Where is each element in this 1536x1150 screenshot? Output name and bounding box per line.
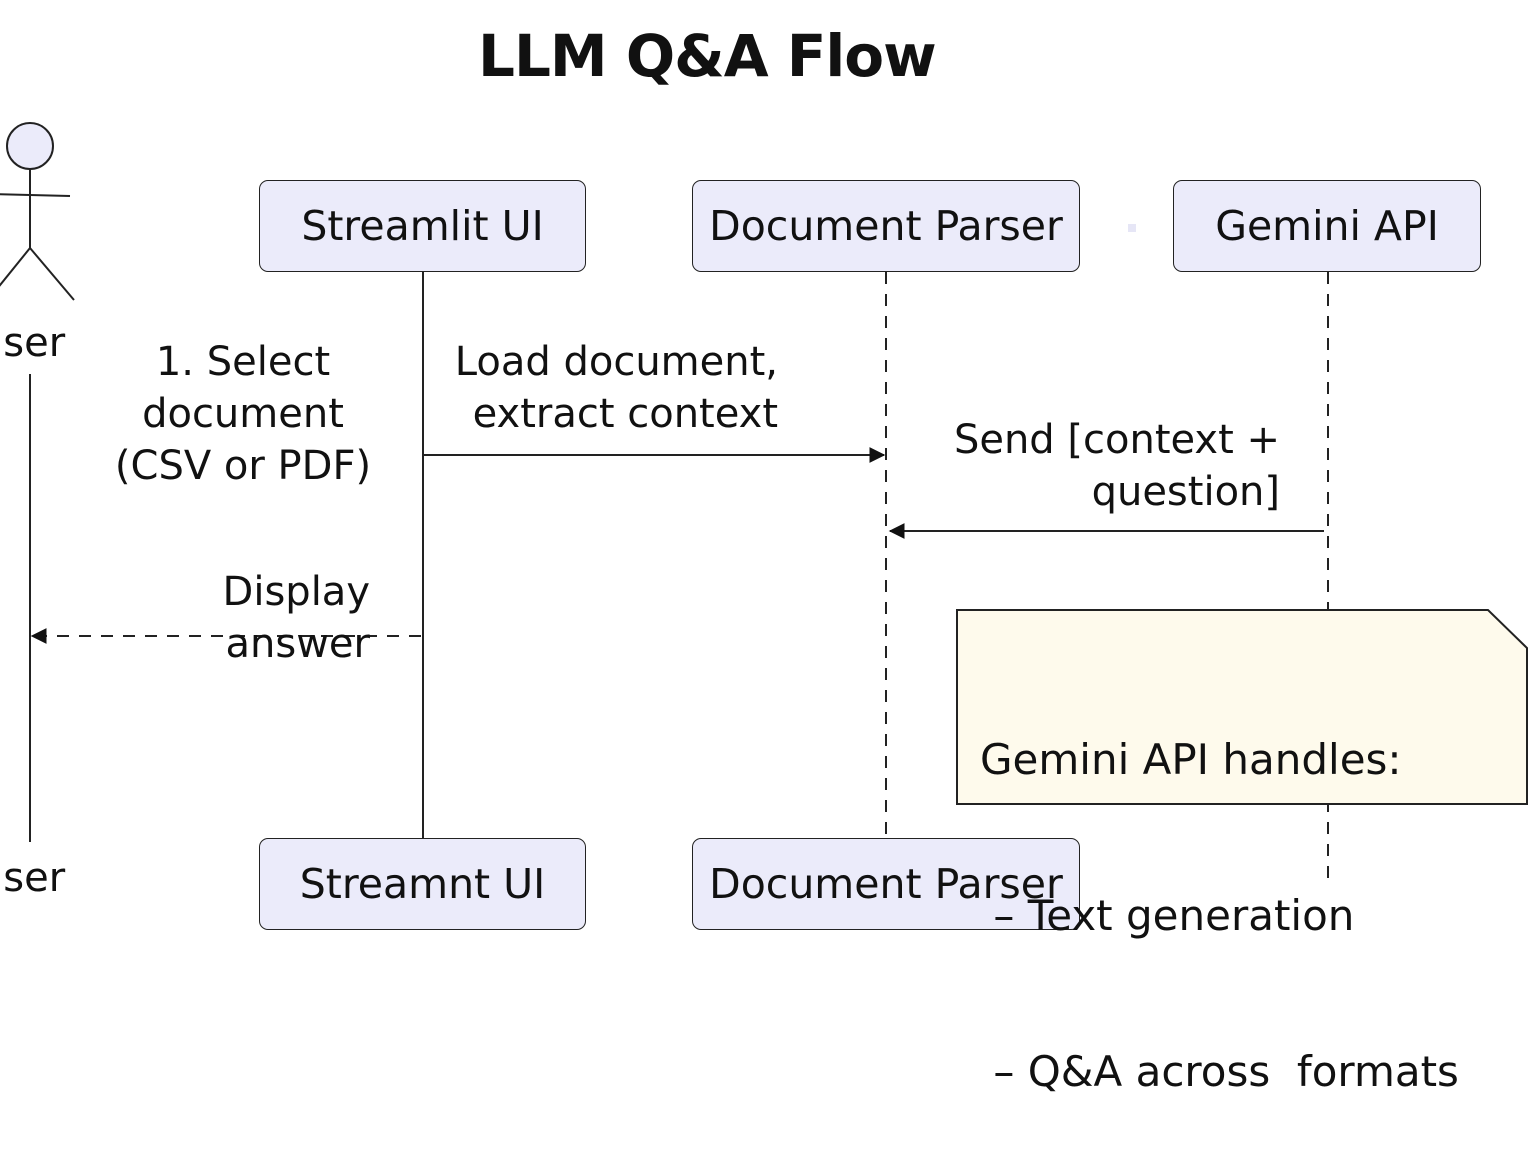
note-line: Gemini API handles:	[980, 735, 1402, 784]
message-line: (CSV or PDF)	[114, 443, 372, 489]
actor-label-bottom: User	[0, 855, 66, 901]
sequence-diagram-canvas	[0, 122, 1528, 882]
participant-gemini-api-top: Gemini API	[1173, 180, 1481, 272]
participant-document-parser-bottom: Document Parser	[692, 838, 1080, 930]
message-line: Load document,	[454, 339, 778, 385]
participant-label: Document Parser	[709, 860, 1063, 908]
message-line: question]	[1091, 469, 1280, 515]
message-line: 1. Select	[155, 339, 331, 385]
message-line: Display	[222, 569, 370, 615]
note-box	[956, 609, 1528, 805]
note-line: – Text generation	[980, 891, 1355, 940]
message-line: answer	[225, 621, 370, 667]
participant-document-parser-top: Document Parser	[692, 180, 1080, 272]
participant-label: Gemini API	[1215, 202, 1439, 250]
message-line: extract context	[472, 391, 778, 437]
participant-label: Document Parser	[709, 202, 1063, 250]
participant-streamlit-ui-top: Streamlit UI	[259, 180, 586, 272]
user-actor-icon	[0, 122, 75, 301]
message-line: Send [context +	[953, 417, 1280, 463]
message-select-document: 1. Select document (CSV or PDF)	[108, 336, 378, 492]
message-line: document	[142, 391, 344, 437]
message-send-context: Send [context + question]	[940, 414, 1280, 518]
participant-label: Streamlit UI	[301, 202, 544, 250]
stray-dot	[1128, 224, 1136, 232]
message-display-answer: Display answer	[180, 566, 370, 670]
note-line: – Q&A across formats	[980, 1047, 1459, 1096]
diagram-title: LLM Q&A Flow	[478, 22, 937, 90]
participant-streamlit-ui-bottom: Streamnt UI	[259, 838, 586, 930]
actor-label-top: User	[0, 320, 66, 366]
message-load-document: Load document, extract context	[420, 336, 778, 440]
note-text: Gemini API handles: – Text generation – …	[980, 630, 1459, 1150]
participant-label: Streamnt UI	[299, 860, 546, 908]
